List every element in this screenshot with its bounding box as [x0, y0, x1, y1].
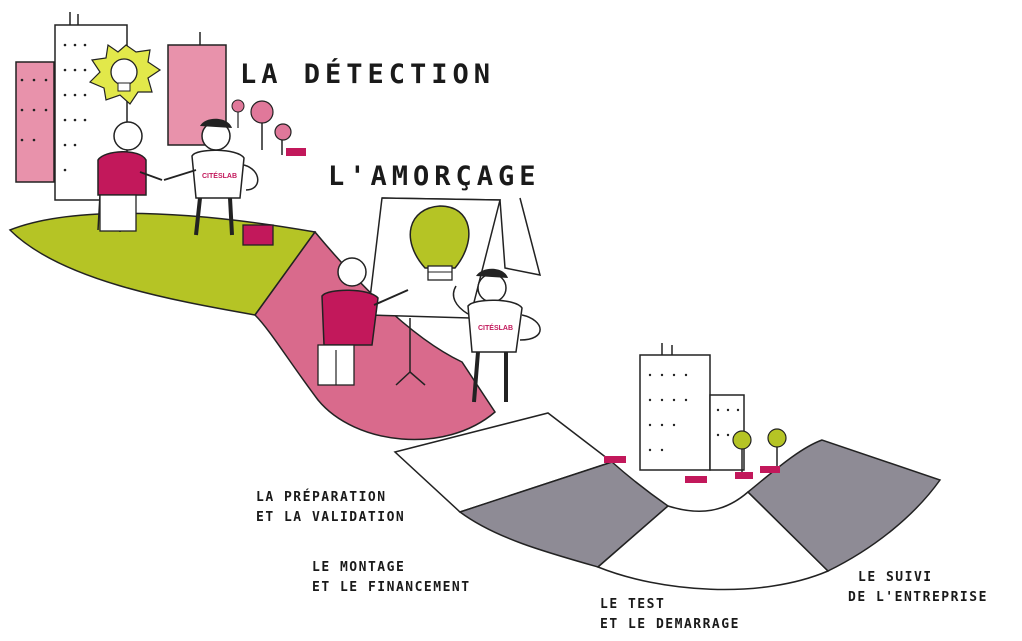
label-amorcage: L'AMORÇAGE	[328, 161, 541, 192]
label-montage-line1: LE MONTAGE	[312, 560, 406, 575]
label-suivi-line1: LE SUIVI	[858, 570, 933, 585]
label-montage-line2: ET LE FINANCEMENT	[312, 579, 471, 595]
label-preparation-line1: LA PRÉPARATION	[256, 490, 387, 505]
label-test-line1: LE TEST	[600, 597, 666, 612]
figure-entrepreneur-2	[317, 257, 409, 386]
label-preparation: LA PRÉPARATION ET LA VALIDATION	[256, 488, 405, 527]
briefcase-icon	[242, 224, 274, 246]
figure-advisor-2: CITÉSLAB	[452, 268, 541, 403]
label-test: LE TEST ET LE DEMARRAGE	[600, 595, 740, 634]
label-preparation-line2: ET LA VALIDATION	[256, 509, 406, 525]
label-detection: LA DÉTECTION	[240, 59, 496, 90]
label-suivi: LE SUIVI DE L'ENTREPRISE	[848, 568, 988, 607]
label-montage: LE MONTAGE ET LE FINANCEMENT	[312, 558, 471, 597]
buildings-bottom-right	[604, 343, 787, 483]
trees-top	[231, 99, 306, 156]
figure-entrepreneur-1	[97, 121, 163, 233]
label-suivi-line2: DE L'ENTREPRISE	[848, 589, 988, 605]
badge-logo-2: CITÉSLAB	[478, 323, 513, 332]
badge-logo: CITÉSLAB	[202, 171, 237, 180]
label-test-line2: ET LE DEMARRAGE	[600, 616, 740, 632]
stage-test-segment	[596, 490, 830, 591]
lightbulb-green-icon	[409, 205, 470, 281]
figure-advisor-1: CITÉSLAB	[163, 118, 259, 236]
lightbulb-idea-icon	[88, 43, 162, 105]
